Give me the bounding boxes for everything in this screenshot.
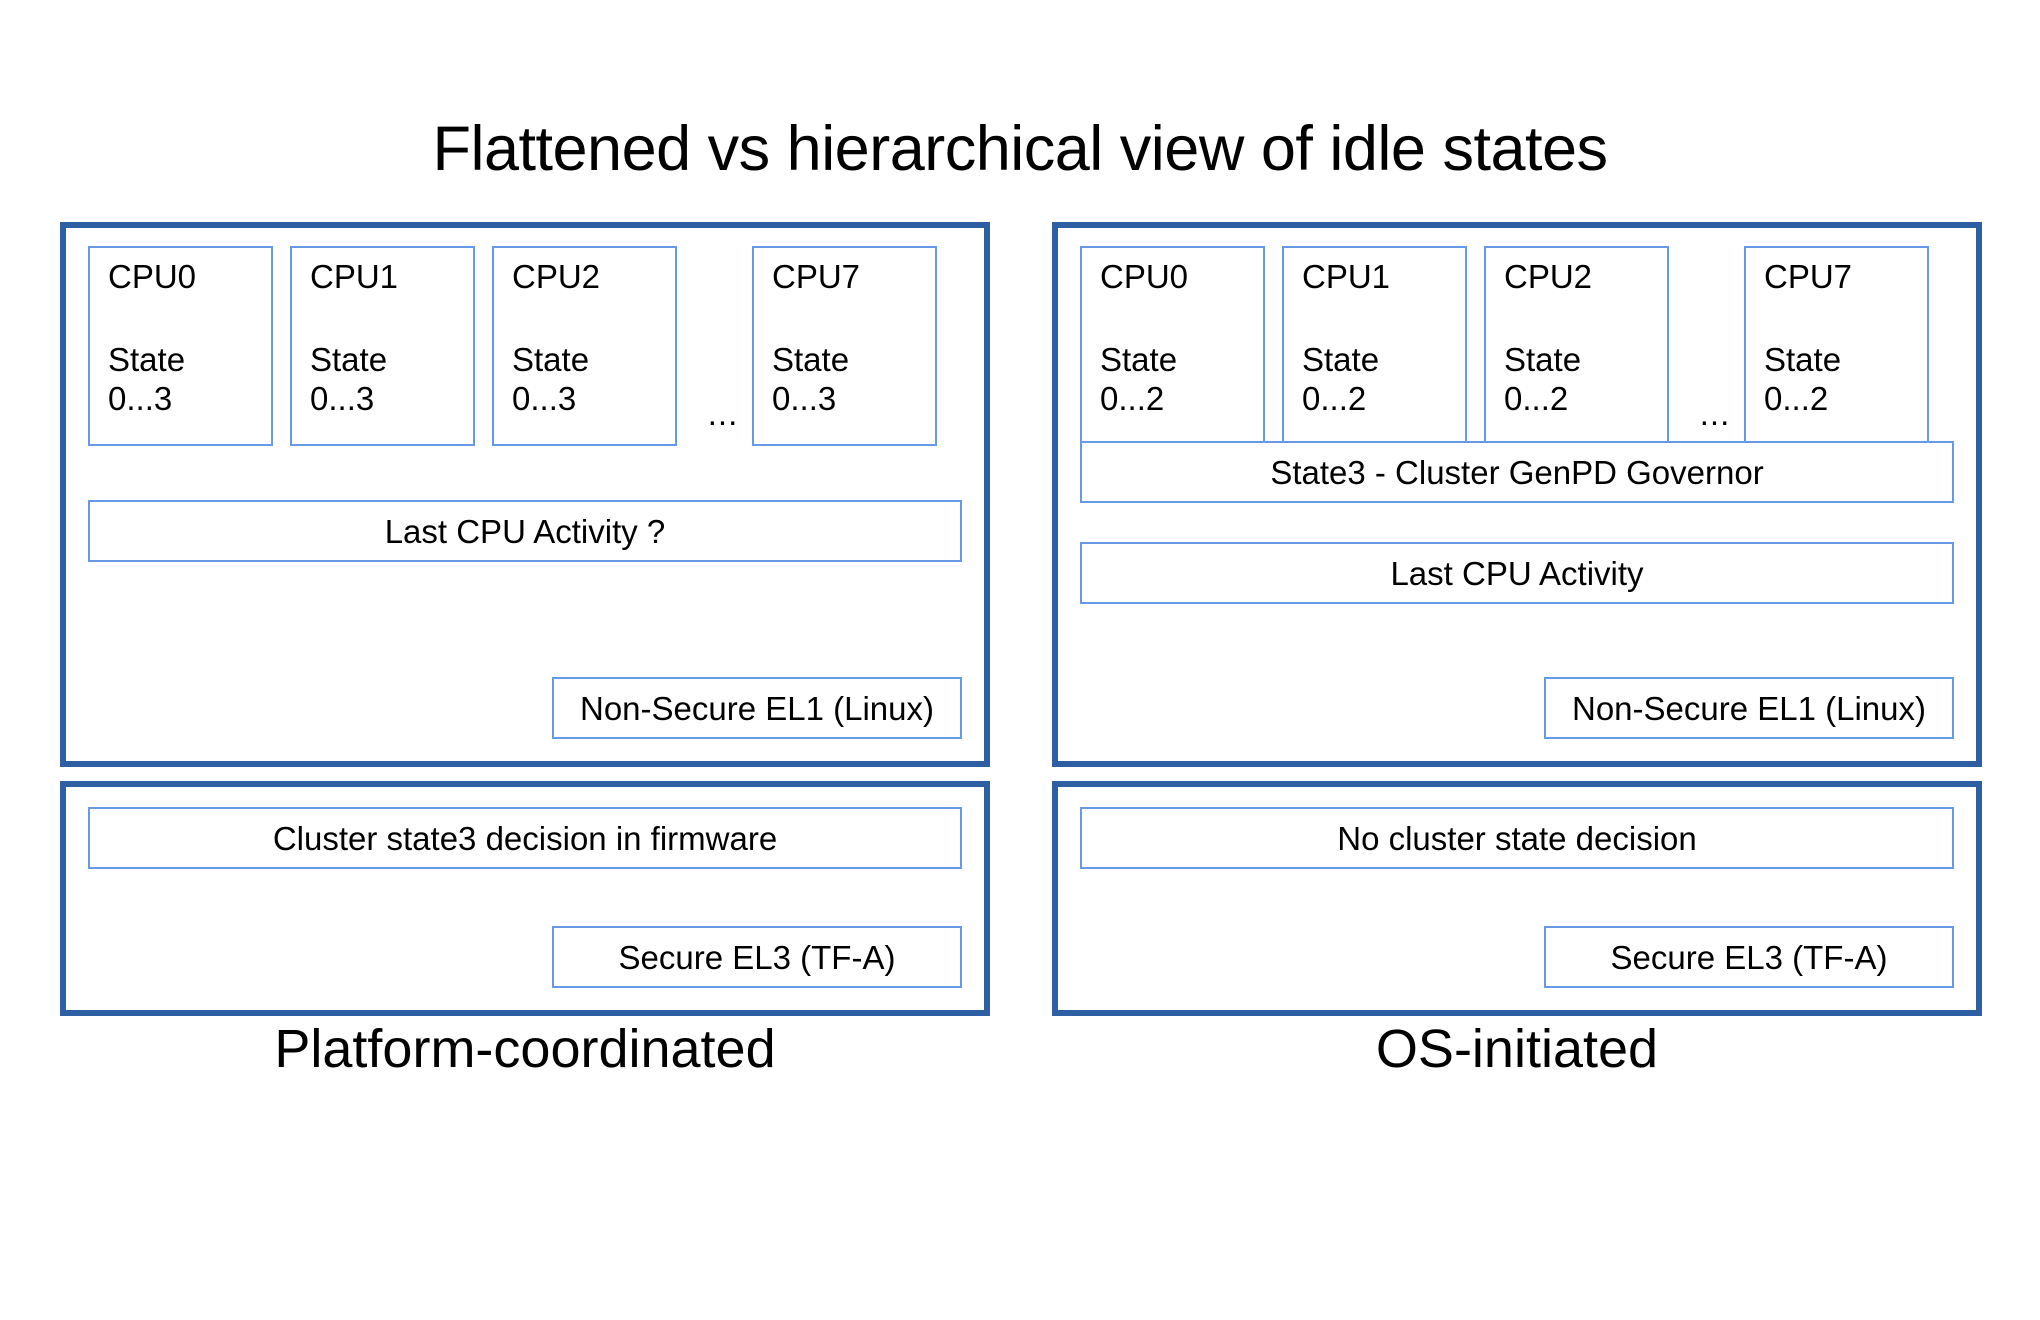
cluster-genpd-governor-bar: State3 - Cluster GenPD Governor: [1080, 441, 1954, 503]
left-firmware-panel: Cluster state3 decision in firmware Secu…: [60, 781, 990, 1016]
cpu-state-range: 0...2: [1100, 380, 1165, 417]
cpu-state-word: State: [1100, 341, 1178, 378]
cpu-state-range: 0...3: [108, 380, 173, 417]
cpu-state-word: State: [310, 341, 388, 378]
right-os-panel: CPU0 State 0...2 CPU1 State 0...2 CPU2 S…: [1052, 222, 1982, 767]
cpu-box-cpu7: CPU7 State 0...2: [1744, 246, 1929, 446]
firmware-decision-bar: Cluster state3 decision in firmware: [88, 807, 962, 869]
cpu-state-range: 0...3: [512, 380, 577, 417]
cpu-state-range: 0...2: [1504, 380, 1569, 417]
cpu-box-cpu0: CPU0 State 0...3: [88, 246, 273, 446]
cpu-state-word: State: [772, 341, 850, 378]
cpu-box-cpu1: CPU1 State 0...2: [1282, 246, 1467, 446]
last-cpu-activity-bar: Last CPU Activity: [1080, 542, 1954, 604]
left-os-panel: CPU0 State 0...3 CPU1 State 0...3 CPU2 S…: [60, 222, 990, 767]
cpu-state-range: 0...3: [310, 380, 375, 417]
left-column-caption: Platform-coordinated: [274, 1019, 776, 1079]
non-secure-el1-tag: Non-Secure EL1 (Linux): [1544, 677, 1954, 739]
secure-el3-tag: Secure EL3 (TF-A): [552, 926, 962, 988]
cpu-state-range: 0...3: [772, 380, 837, 417]
cpu-label: CPU0: [1100, 258, 1189, 295]
cpu-label: CPU2: [1504, 258, 1593, 295]
cpu-state-word: State: [1504, 341, 1582, 378]
left-cpu-row: CPU0 State 0...3 CPU1 State 0...3 CPU2 S…: [88, 246, 962, 446]
cpu-state-range: 0...2: [1764, 380, 1829, 417]
cpu-label: CPU1: [310, 258, 399, 295]
non-secure-el1-tag: Non-Secure EL1 (Linux): [552, 677, 962, 739]
right-firmware-panel: No cluster state decision Secure EL3 (TF…: [1052, 781, 1982, 1016]
platform-coordinated-column: CPU0 State 0...3 CPU1 State 0...3 CPU2 S…: [60, 222, 990, 1016]
cpu-state-word: State: [1302, 341, 1380, 378]
cpu-label: CPU1: [1302, 258, 1391, 295]
right-column-caption: OS-initiated: [1375, 1019, 1659, 1079]
cpu-box-cpu2: CPU2 State 0...2: [1484, 246, 1669, 446]
cpu-box-cpu7: CPU7 State 0...3: [752, 246, 937, 446]
cpu-box-cpu2: CPU2 State 0...3: [492, 246, 677, 446]
cpu-state-word: State: [1764, 341, 1842, 378]
os-initiated-column: CPU0 State 0...2 CPU1 State 0...2 CPU2 S…: [1052, 222, 1982, 1016]
secure-el3-tag: Secure EL3 (TF-A): [1544, 926, 1954, 988]
cpu-state-word: State: [108, 341, 186, 378]
cpu-state-range: 0...2: [1302, 380, 1367, 417]
firmware-decision-bar: No cluster state decision: [1080, 807, 1954, 869]
right-cpu-row: CPU0 State 0...2 CPU1 State 0...2 CPU2 S…: [1080, 246, 1954, 446]
cpu-label: CPU7: [1764, 258, 1853, 295]
cpu-label: CPU7: [772, 258, 861, 295]
page-title: Flattened vs hierarchical view of idle s…: [432, 114, 1608, 184]
cpu-label: CPU0: [108, 258, 197, 295]
cpu-ellipsis: ...: [1699, 395, 1731, 432]
cpu-box-cpu1: CPU1 State 0...3: [290, 246, 475, 446]
cpu-box-cpu0: CPU0 State 0...2: [1080, 246, 1265, 446]
cpu-label: CPU2: [512, 258, 601, 295]
cpu-ellipsis: ...: [707, 395, 739, 432]
cpu-state-word: State: [512, 341, 590, 378]
last-cpu-activity-bar: Last CPU Activity ?: [88, 500, 962, 562]
